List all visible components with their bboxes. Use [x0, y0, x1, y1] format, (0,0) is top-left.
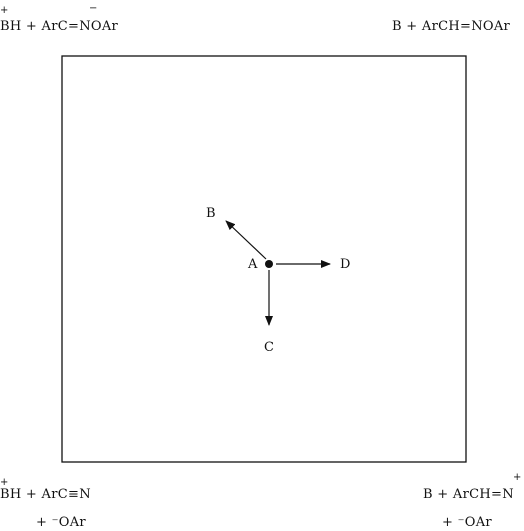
- top-left-species: BH + ArC=NOAr: [0, 19, 119, 34]
- top-left-plus-charge: +: [0, 5, 9, 16]
- point-label-b: B: [206, 206, 216, 221]
- bottom-right-species-line1: B + ArCH=N: [423, 487, 514, 502]
- center-point: [265, 260, 273, 268]
- top-left-minus-charge: −: [89, 3, 98, 14]
- bottom-right-plus-charge: +: [513, 472, 522, 483]
- point-label-c: C: [264, 340, 274, 355]
- bottom-left-plus-charge: +: [0, 477, 9, 488]
- top-right-species: B + ArCH=NOAr: [392, 19, 511, 34]
- reaction-frame: [61, 55, 467, 463]
- bottom-left-species-line1: BH + ArC≡N: [0, 487, 91, 502]
- arrow-to-b: [225, 220, 267, 260]
- bottom-right-species-line2: + ⁻OAr: [442, 515, 492, 530]
- bottom-left-species-line2: + ⁻OAr: [36, 515, 86, 530]
- point-label-d: D: [340, 257, 351, 272]
- point-label-a: A: [248, 257, 258, 272]
